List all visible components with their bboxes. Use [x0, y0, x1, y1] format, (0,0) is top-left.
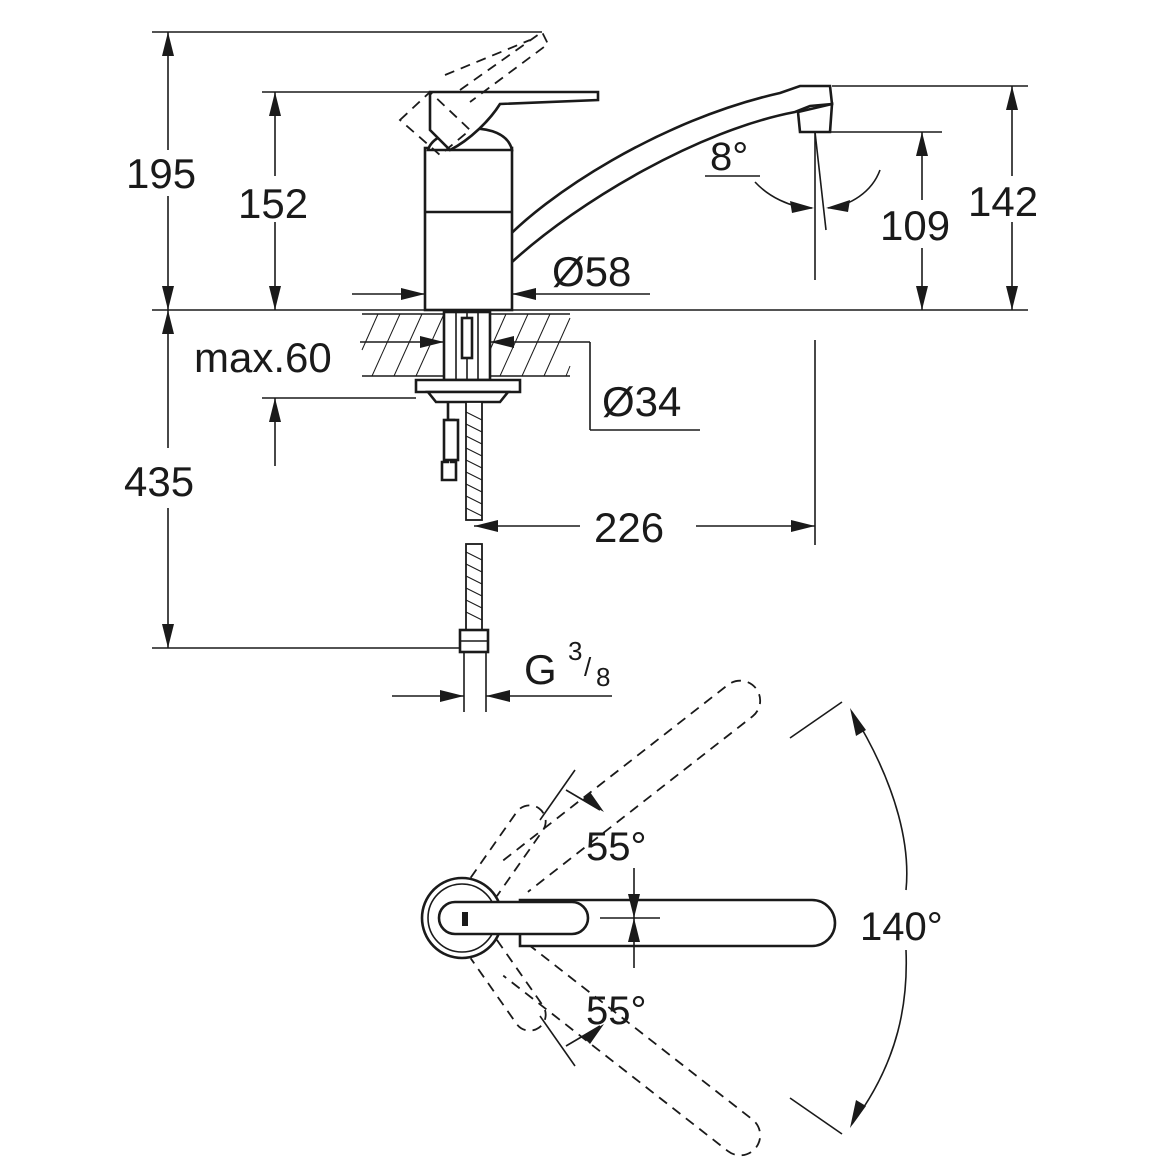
lever-indicator: [462, 912, 468, 926]
connection-thread-slash: /: [584, 652, 592, 682]
lever-top: [437, 900, 590, 936]
spout-reach-label: 226: [594, 504, 664, 551]
lever-angle-upper-dimension: 55°: [539, 769, 647, 918]
supply-hoses: [440, 401, 490, 712]
spout-swivel-dimension: 140°: [789, 701, 943, 1135]
spout-angle-dimension: 8°: [705, 131, 881, 280]
connection-thread-numerator: 3: [568, 636, 582, 666]
lever-handle: [428, 90, 600, 152]
hose-length-dimension: 435: [124, 310, 460, 649]
deck-thickness-dimension: max.60: [194, 334, 590, 381]
side-view: 195 152 142 109: [124, 30, 1038, 712]
lever-height-dimension: 152: [238, 92, 308, 310]
total-height-dimension: 195: [126, 32, 196, 310]
lever-angle-upper-label: 55°: [586, 825, 647, 869]
outlet-height-dimension: 142: [968, 86, 1038, 310]
lever-swing-positions: [469, 804, 547, 1032]
spout-reach-dimension: 226: [474, 340, 816, 551]
body-cylinder: [423, 146, 514, 312]
spout-swivel-label: 140°: [860, 905, 943, 949]
lever-height-label: 152: [238, 180, 308, 227]
connection-thread-denominator: 8: [596, 662, 610, 692]
hose-length-label: 435: [124, 458, 194, 505]
aerator: [796, 102, 834, 134]
mounting-hole-dimension: Ø34: [589, 342, 700, 431]
top-view: 55° 55° 140°: [420, 679, 943, 1157]
spout-clearance-dimension: 109: [880, 132, 950, 310]
faucet-body: [423, 84, 834, 312]
mounting-shank: [414, 310, 522, 404]
mounting-hole-label: Ø34: [602, 378, 681, 425]
spout-top: [518, 898, 837, 948]
connection-thread-dimension: G 3 / 8: [392, 636, 612, 702]
spout-angle-label: 8°: [710, 135, 748, 179]
outlet-height-label: 142: [968, 178, 1038, 225]
lever-angle-lower-dimension: 55°: [539, 918, 647, 1067]
deck-thickness-label: max.60: [194, 334, 332, 381]
lever-open-positions: [398, 30, 550, 157]
spout-swing-positions: [502, 679, 762, 1157]
body-diameter-label: Ø58: [552, 248, 631, 295]
body-diameter-dimension: Ø58: [352, 248, 650, 300]
connection-thread-prefix: G: [524, 646, 557, 693]
lever-angle-lower-label: 55°: [586, 989, 647, 1033]
total-height-label: 195: [126, 150, 196, 197]
spout: [498, 84, 834, 264]
spout-clearance-label: 109: [880, 202, 950, 249]
